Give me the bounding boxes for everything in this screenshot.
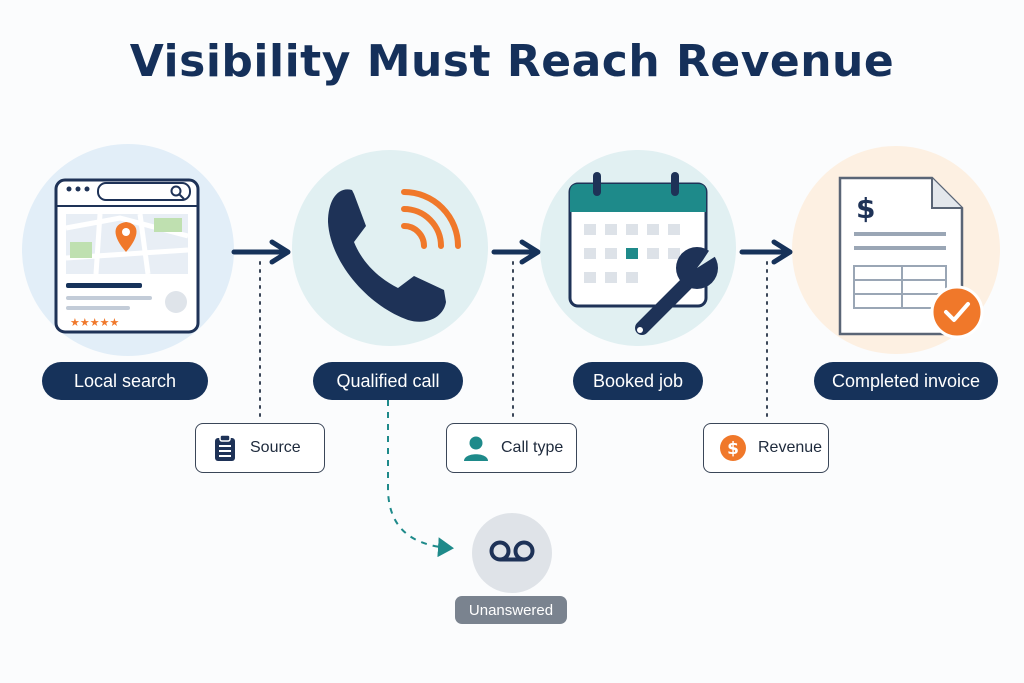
flow-arrow-2 (491, 239, 541, 265)
person-icon (464, 436, 488, 461)
tag-label: Revenue (758, 439, 823, 456)
dollar-coin-icon: $ (720, 435, 746, 461)
stage-pill-completed-invoice: Completed invoice (814, 362, 998, 400)
tag-call-type: Call type (446, 423, 577, 473)
stage-pill-local-search: Local search (42, 362, 208, 400)
svg-text:$: $ (856, 192, 875, 225)
voicemail-icon (472, 513, 552, 593)
tag-source: Source (195, 423, 325, 473)
stage-pill-booked-job: Booked job (573, 362, 703, 400)
tag-label: Source (250, 439, 301, 456)
clipboard-icon (215, 434, 235, 461)
branch-connector (387, 400, 454, 558)
phone-ringing-icon (328, 189, 461, 322)
browser-map-icon: ★★★★★ (54, 178, 200, 334)
tag-revenue: $ Revenue (703, 423, 829, 473)
stage-label: Local search (73, 370, 177, 391)
stage-label: Completed invoice (831, 370, 981, 391)
tag-label: Call type (501, 439, 564, 456)
calendar-wrench-icon (568, 172, 724, 335)
stage-label: Booked job (592, 370, 684, 391)
stage-label: Qualified call (336, 370, 440, 391)
unanswered-badge: Unanswered (455, 596, 567, 624)
branch-label: Unanswered (468, 601, 554, 619)
diagram-title: Visibility Must Reach Revenue (129, 36, 895, 87)
invoice-check-icon: $ (838, 176, 984, 339)
svg-text:★★★★★: ★★★★★ (70, 316, 119, 329)
flow-arrow-3 (739, 239, 793, 265)
flow-arrow-1 (231, 239, 291, 265)
svg-text:$: $ (727, 439, 739, 459)
stage-pill-qualified-call: Qualified call (313, 362, 463, 400)
